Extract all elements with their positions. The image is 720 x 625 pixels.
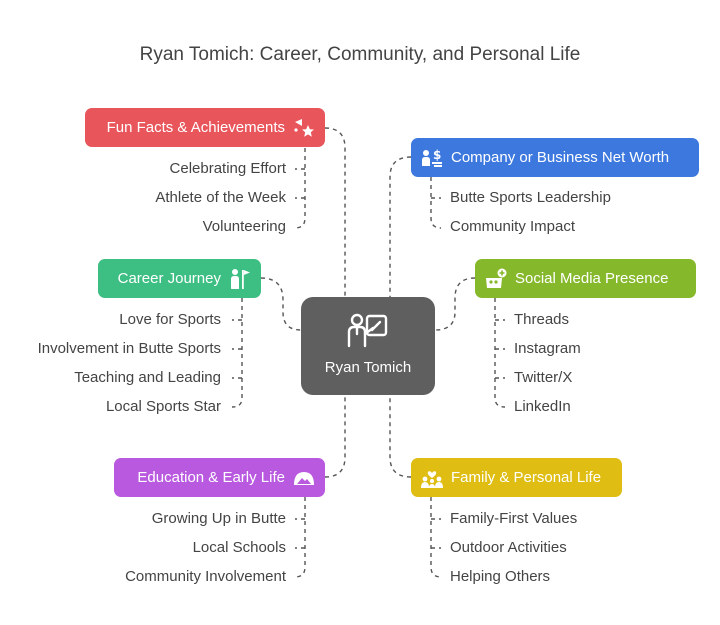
leaf-instagram: Instagram — [514, 340, 581, 357]
branch-business-net-worth: $ Company or Business Net Worth — [411, 138, 699, 177]
leaf-community-impact: Community Impact — [450, 218, 576, 235]
branch-label: Career Journey — [117, 270, 221, 287]
branch-label: Family & Personal Life — [451, 469, 602, 486]
diagram-title: Ryan Tomich: Career, Community, and Pers… — [139, 44, 581, 65]
leaf-volunteering: Volunteering — [202, 218, 286, 235]
leaf-involvement-in-butte-sports: Involvement in Butte Sports — [37, 340, 221, 357]
family-icon — [419, 465, 445, 491]
branch-label: Education & Early Life — [137, 469, 285, 486]
leaf-teaching-and-leading: Teaching and Leading — [74, 369, 221, 386]
social-media-icon — [483, 266, 509, 292]
leaf-butte-sports-leadership: Butte Sports Leadership — [450, 189, 611, 206]
leaf-growing-up-in-butte: Growing Up in Butte — [151, 510, 286, 527]
branch-education: Education & Early Life — [114, 458, 325, 497]
celebration-icon — [291, 115, 317, 141]
leaf-outdoor-activities: Outdoor Activities — [450, 539, 567, 556]
career-flag-icon — [227, 266, 253, 292]
leaf-love-for-sports: Love for Sports — [119, 311, 221, 328]
leaf-local-sports-star: Local Sports Star — [105, 398, 221, 415]
business-worth-icon: $ — [419, 145, 445, 171]
leaf-athlete-of-the-week: Athlete of the Week — [155, 189, 286, 206]
leaf-community-involvement: Community Involvement — [125, 568, 286, 585]
branch-fun-facts: Fun Facts & Achievements — [85, 108, 325, 147]
leaf-family-first-values: Family-First Values — [450, 510, 578, 527]
presenter-icon — [346, 312, 390, 357]
leaf-local-schools: Local Schools — [192, 539, 286, 556]
leaf-helping-others: Helping Others — [450, 568, 551, 585]
branch-social-media: Social Media Presence — [475, 259, 696, 298]
branch-label: Social Media Presence — [515, 270, 669, 287]
center-node: Ryan Tomich — [301, 297, 435, 395]
leaf-threads: Threads — [514, 311, 570, 328]
leaf-celebrating-effort: Celebrating Effort — [169, 160, 286, 177]
mountain-icon — [291, 465, 317, 491]
branch-label: Fun Facts & Achievements — [106, 119, 285, 136]
svg-text:$: $ — [433, 148, 441, 162]
leaf-linkedin: LinkedIn — [514, 398, 571, 415]
center-label: Ryan Tomich — [324, 359, 412, 376]
branch-career-journey: Career Journey — [98, 259, 261, 298]
leaf-twitter-x: Twitter/X — [514, 369, 573, 386]
branch-label: Company or Business Net Worth — [451, 149, 670, 166]
branch-family: Family & Personal Life — [411, 458, 622, 497]
